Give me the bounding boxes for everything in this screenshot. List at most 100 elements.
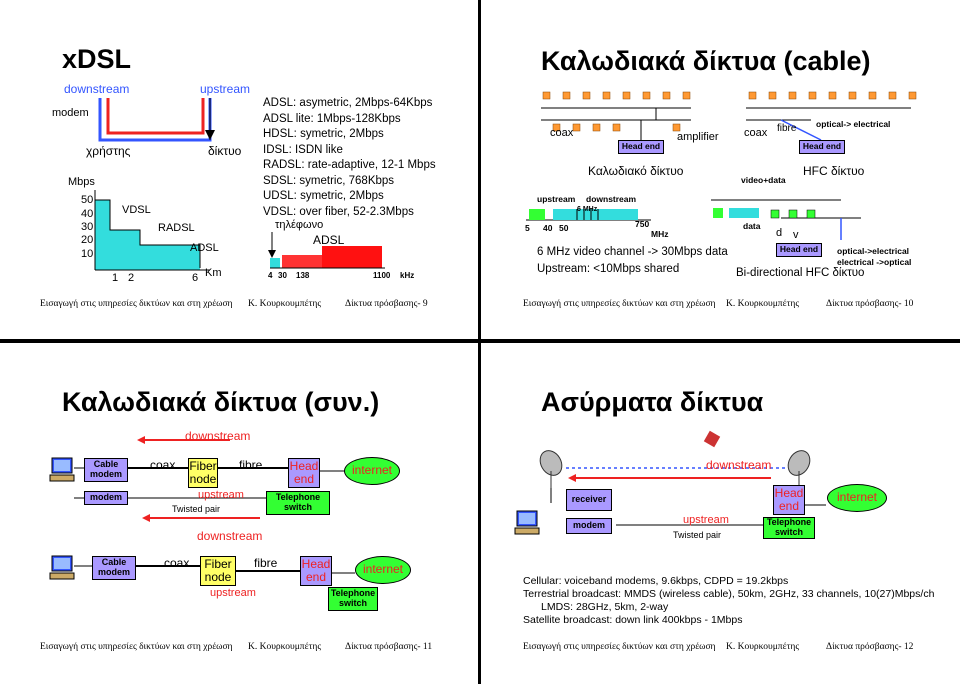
upstream-band xyxy=(529,209,545,220)
label-radsl: RADSL xyxy=(158,222,195,234)
label-adsl: ADSL xyxy=(313,233,345,247)
dsl-item: IDSL: ISDN like xyxy=(263,143,343,156)
footer-right: Δίκτυα πρόσβασης- 12 xyxy=(826,642,914,652)
label-bidir: Bi-directional HFC δίκτυο xyxy=(736,267,865,279)
modem-box: modem xyxy=(84,491,128,505)
label-6mhz: 6 MHz xyxy=(577,206,598,213)
label-modem: modem xyxy=(52,107,89,119)
label-opt-el: optical->electrical xyxy=(837,246,910,256)
ytick-10: 10 xyxy=(81,248,94,260)
head-end-box-2: Head end xyxy=(300,556,332,586)
label-khz: kHz xyxy=(400,271,415,280)
phone-band xyxy=(270,258,280,268)
xdsl-diagram xyxy=(94,98,385,271)
computer-icon xyxy=(49,555,75,580)
slide-title: Καλωδιακά δίκτυα (cable) xyxy=(541,46,871,76)
footer-center: Κ. Κουρκουμπέτης xyxy=(248,642,322,652)
xtick-1: 1 xyxy=(112,272,119,284)
dsl-item: ADSL: asymetric, 2Mbps-64Kbps xyxy=(263,97,433,109)
freq-tick-1100: 1100 xyxy=(373,271,391,280)
freq-tick-4: 4 xyxy=(268,271,273,280)
label-mhz: MHz xyxy=(651,229,669,239)
dsl-item: UDSL: symetric, 2Mbps xyxy=(263,190,384,202)
label-upstream: upstream xyxy=(198,489,244,501)
label-hfc: HFC δίκτυο xyxy=(803,164,865,178)
label-vdsl: VDSL xyxy=(122,204,151,216)
ytick-50: 50 xyxy=(81,194,94,206)
slide-wireless: Ασύρματα δίκτυα downstream receiver mode xyxy=(481,343,960,684)
label-fibre: fibre xyxy=(777,123,797,134)
label-amplifier: amplifier xyxy=(677,131,719,143)
wireless-diagram xyxy=(514,430,826,535)
telephone-switch-box: Telephone switch xyxy=(266,491,330,515)
adsl-band-2 xyxy=(322,246,382,268)
label-downstream-bottom: downstream xyxy=(197,529,263,543)
label-adsl-small: ADSL xyxy=(190,242,219,254)
slide-title: Ασύρματα δίκτυα xyxy=(541,387,764,417)
freq-tick-138: 138 xyxy=(296,271,310,280)
label-user: χρήστης xyxy=(86,144,131,158)
satellite-dish-icon xyxy=(787,450,811,493)
label-km: Km xyxy=(205,267,222,279)
cable-modem-box-2: Cable modem xyxy=(92,556,136,580)
slide-cable: Καλωδιακά δίκτυα (cable) xyxy=(481,0,960,339)
wireless-list: Cellular: voiceband modems, 9.6kbps, CDP… xyxy=(523,575,934,627)
footer-right: Δίκτυα πρόσβασης- 10 xyxy=(826,299,914,309)
dsl-item: VDSL: over fiber, 52-2.3Mbps xyxy=(263,205,414,218)
cable-cont-diagram xyxy=(49,436,355,580)
freq-tick-30: 30 xyxy=(278,271,287,280)
head-end-box-3: Head end xyxy=(776,243,822,257)
slide-title: Καλωδιακά δίκτυα (συν.) xyxy=(62,387,380,417)
internet-box: internet xyxy=(827,484,887,512)
house-icons xyxy=(542,91,691,132)
computer-icon xyxy=(514,510,540,535)
internet-box-2: internet xyxy=(355,556,411,584)
label-v: v xyxy=(793,229,799,241)
dsl-list: ADSL: asymetric, 2Mbps-64Kbps ADSL lite:… xyxy=(263,96,436,220)
slide-cable-cont: Καλωδιακά δίκτυα (συν.) downstream C xyxy=(0,343,478,684)
fiber-node-box: Fiber node xyxy=(188,458,218,488)
footer-right: Δίκτυα πρόσβασης- 11 xyxy=(345,642,433,652)
cable-diagram xyxy=(526,91,917,240)
label-downstream: downstream xyxy=(586,194,637,204)
footer-left: Εισαγωγή στις υπηρεσίες δικτύων και στη … xyxy=(523,642,716,652)
adsl-band-1 xyxy=(282,255,322,268)
wireless-item: LMDS: 28GHz, 5km, 2-way xyxy=(541,601,669,613)
xtick-2: 2 xyxy=(128,272,135,284)
label-downstream-top: downstream xyxy=(185,429,251,443)
label-coax: coax xyxy=(150,458,176,472)
label-twisted-pair: Twisted pair xyxy=(673,530,722,540)
dsl-item: HDSL: symetric, 2Mbps xyxy=(263,128,384,140)
freq-tick-5: 5 xyxy=(525,223,530,233)
cable-modem-box: Cable modem xyxy=(84,458,128,482)
head-end-box: Head end xyxy=(288,458,320,488)
label-optical-electrical: optical-> electrical xyxy=(816,119,891,129)
label-downstream: downstream xyxy=(706,458,772,472)
label-coax2: coax xyxy=(744,127,768,139)
head-end-box: Head end xyxy=(773,485,805,515)
wireless-item: Satellite broadcast: down link 400kbps -… xyxy=(523,614,743,626)
label-fibre: fibre xyxy=(239,458,263,472)
label-upstream: upstream xyxy=(537,194,576,204)
vertical-divider xyxy=(478,0,481,684)
label-data: data xyxy=(743,221,761,231)
head-end-box-2: Head end xyxy=(799,140,845,154)
rate-curve xyxy=(95,200,200,270)
freq-tick-50: 50 xyxy=(559,223,569,233)
ytick-20: 20 xyxy=(81,234,94,246)
ytick-40: 40 xyxy=(81,208,94,220)
label-downstream: downstream xyxy=(64,82,130,96)
satellite-dish-icon xyxy=(539,450,563,488)
telephone-switch-box: Telephone switch xyxy=(763,517,815,539)
dsl-item: ADSL lite: 1Mbps-128Kbps xyxy=(263,112,401,125)
slide-xdsl: xDSL downstream upstream modem χρήστης δ… xyxy=(0,0,478,339)
label-coax2: coax xyxy=(164,556,190,570)
footer-left: Εισαγωγή στις υπηρεσίες δικτύων και στη … xyxy=(523,299,716,309)
label-cable-net: Καλωδιακό δίκτυο xyxy=(588,164,684,178)
footer-center: Κ. Κουρκουμπέτης xyxy=(726,642,800,652)
footer-center: Κ. Κουρκουμπέτης xyxy=(726,299,800,309)
label-upstream: upstream xyxy=(683,514,729,526)
note-video-channel: 6 MHz video channel -> 30Mbps data xyxy=(537,246,728,258)
head-end-box: Head end xyxy=(618,140,664,154)
label-mbps: Mbps xyxy=(68,176,95,188)
